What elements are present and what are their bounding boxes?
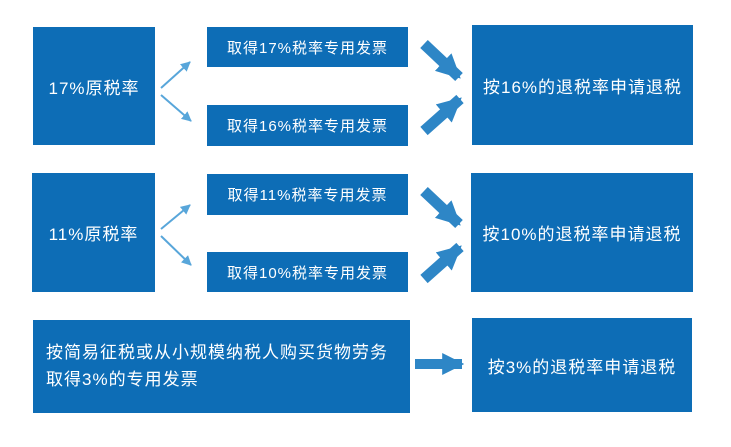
- thin-arrow-11-to-11-invoice: [160, 204, 191, 230]
- branch-box-17pct-invoice: 取得17%税率专用发票: [207, 27, 408, 67]
- result-box-16pct-refund: 按16%的退税率申请退税: [472, 25, 693, 145]
- thick-arrow-10-invoice-to-result: [420, 242, 464, 284]
- thick-arrow-16-invoice-to-result: [420, 94, 464, 136]
- branch-box-11pct-invoice: 取得11%税率专用发票: [207, 174, 408, 215]
- source-box-17pct: 17%原税率: [33, 27, 155, 145]
- branch-box-16pct-invoice: 取得16%税率专用发票: [207, 105, 408, 146]
- thin-arrow-17-to-17-invoice: [160, 61, 191, 89]
- thin-arrow-17-to-16-invoice: [160, 94, 192, 122]
- result-box-3pct-refund: 按3%的退税率申请退税: [472, 318, 692, 412]
- result-box-10pct-refund: 按10%的退税率申请退税: [471, 173, 693, 292]
- thick-arrow-17-invoice-to-result: [420, 39, 463, 82]
- thick-arrow-11-invoice-to-result: [420, 186, 463, 229]
- source-box-11pct: 11%原税率: [32, 173, 155, 292]
- source-box-simple-levy-3pct: 按简易征税或从小规模纳税人购买货物劳务取得3%的专用发票: [33, 320, 410, 413]
- thin-arrow-11-to-10-invoice: [160, 235, 192, 266]
- branch-box-10pct-invoice: 取得10%税率专用发票: [207, 252, 408, 292]
